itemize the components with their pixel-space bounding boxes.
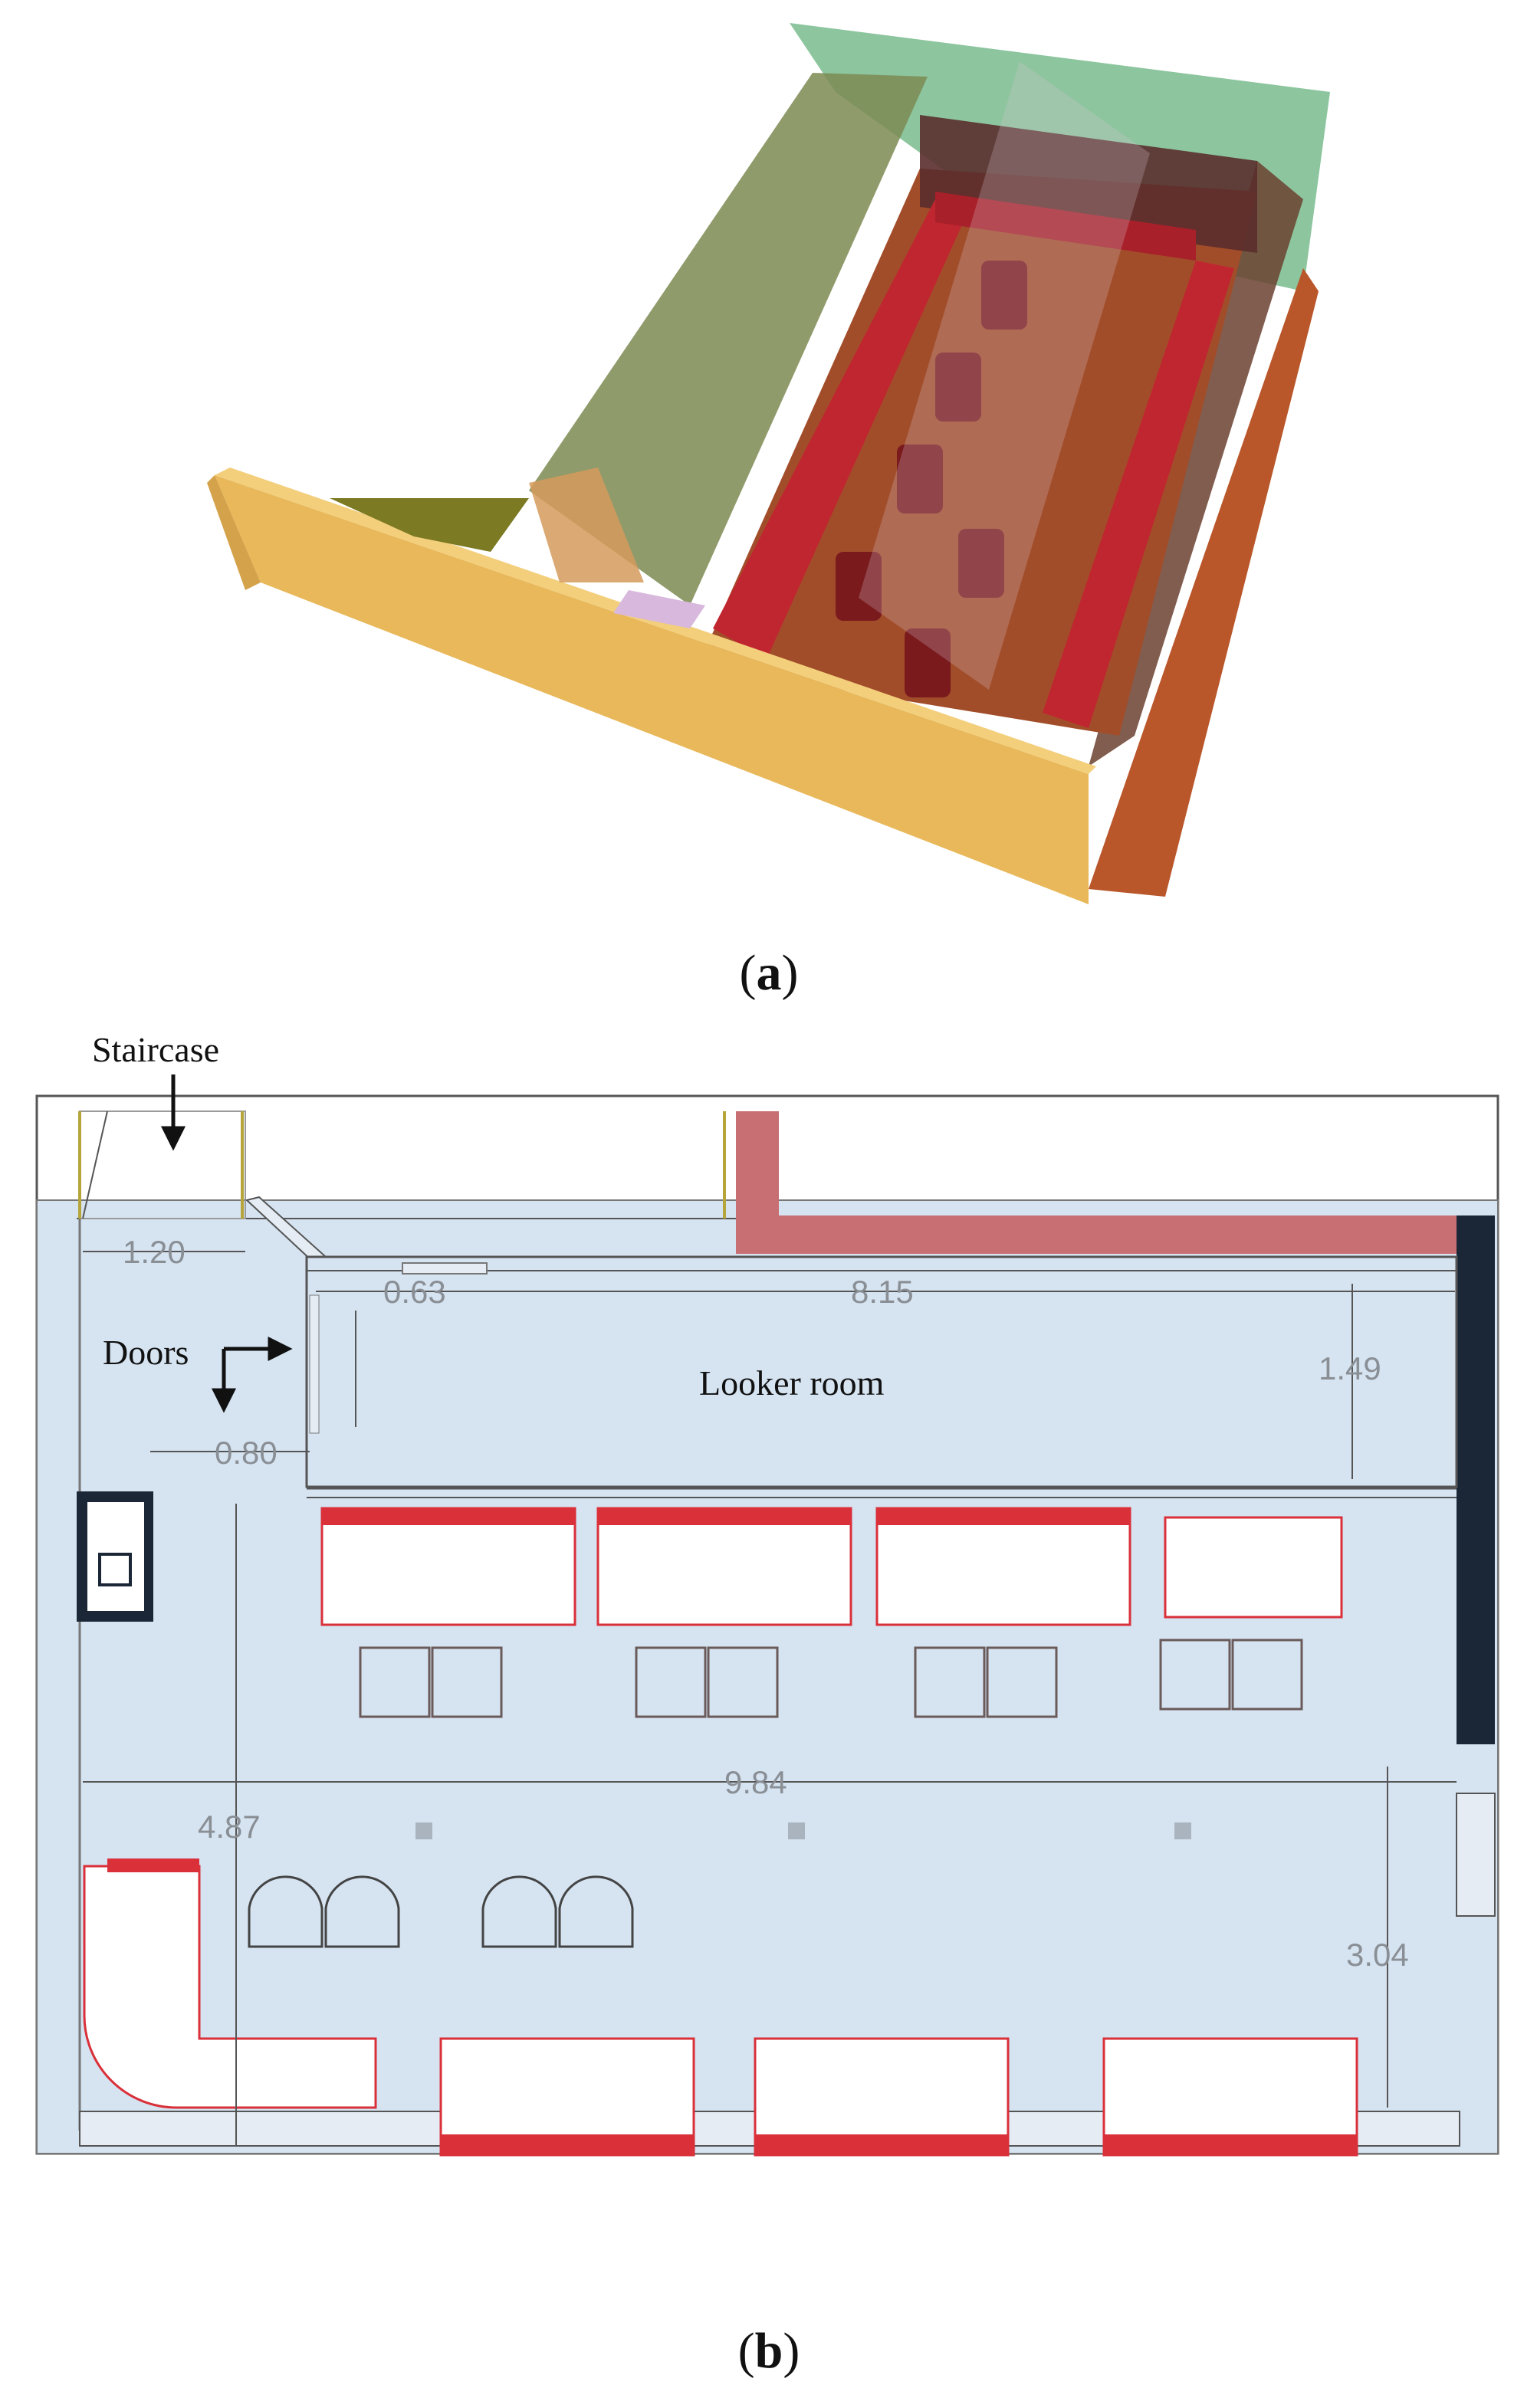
label-room: Looker room [699,1363,885,1402]
dim-0-63: 0.63 [383,1274,446,1310]
stair-area [330,498,529,552]
tables-3d [836,261,1027,697]
outer-wood-floor [1089,268,1319,897]
locker-room [305,1255,1458,1488]
stair-wall [529,467,644,582]
red-bench-back [935,192,1196,261]
red-bench-right [1043,261,1234,728]
panel-b-floor-plan: 1.20 0.63 8.15 1.49 0.80 9.84 4.87 3.04 … [35,1030,1499,2157]
pink-wall-horizontal [736,1215,1457,1254]
dim-1-20: 1.20 [123,1234,186,1270]
dim-3-04: 3.04 [1346,1937,1409,1973]
sofas-upper-row [320,1507,1343,1626]
panel-a-letter: a [756,945,782,1001]
front-yellow-wall-end [207,475,261,590]
arched-chairs [248,1875,634,1948]
front-yellow-wall [215,475,1089,904]
dim-4-87: 4.87 [198,1809,261,1845]
panel-a-3d-model [207,23,1330,904]
chairs-upper-row [359,1639,1303,1718]
door-light [613,590,705,628]
dim-0-80: 0.80 [215,1435,278,1471]
red-bench-left [713,199,974,659]
panel-b-caption: (b) [737,2323,800,2379]
dim-9-84: 9.84 [724,1764,787,1800]
left-side-wall [529,73,928,605]
dark-wall-right [1457,1215,1495,1744]
panel-b-letter: b [754,2323,783,2379]
l-shaped-sofa [83,1865,377,2109]
glass-partition [859,61,1150,690]
dim-8-15: 8.15 [851,1274,914,1310]
panel-a-caption: (a) [739,945,799,1001]
label-doors: Doors [103,1333,189,1372]
dim-1-49: 1.49 [1319,1350,1381,1386]
label-staircase: Staircase [92,1030,219,1069]
